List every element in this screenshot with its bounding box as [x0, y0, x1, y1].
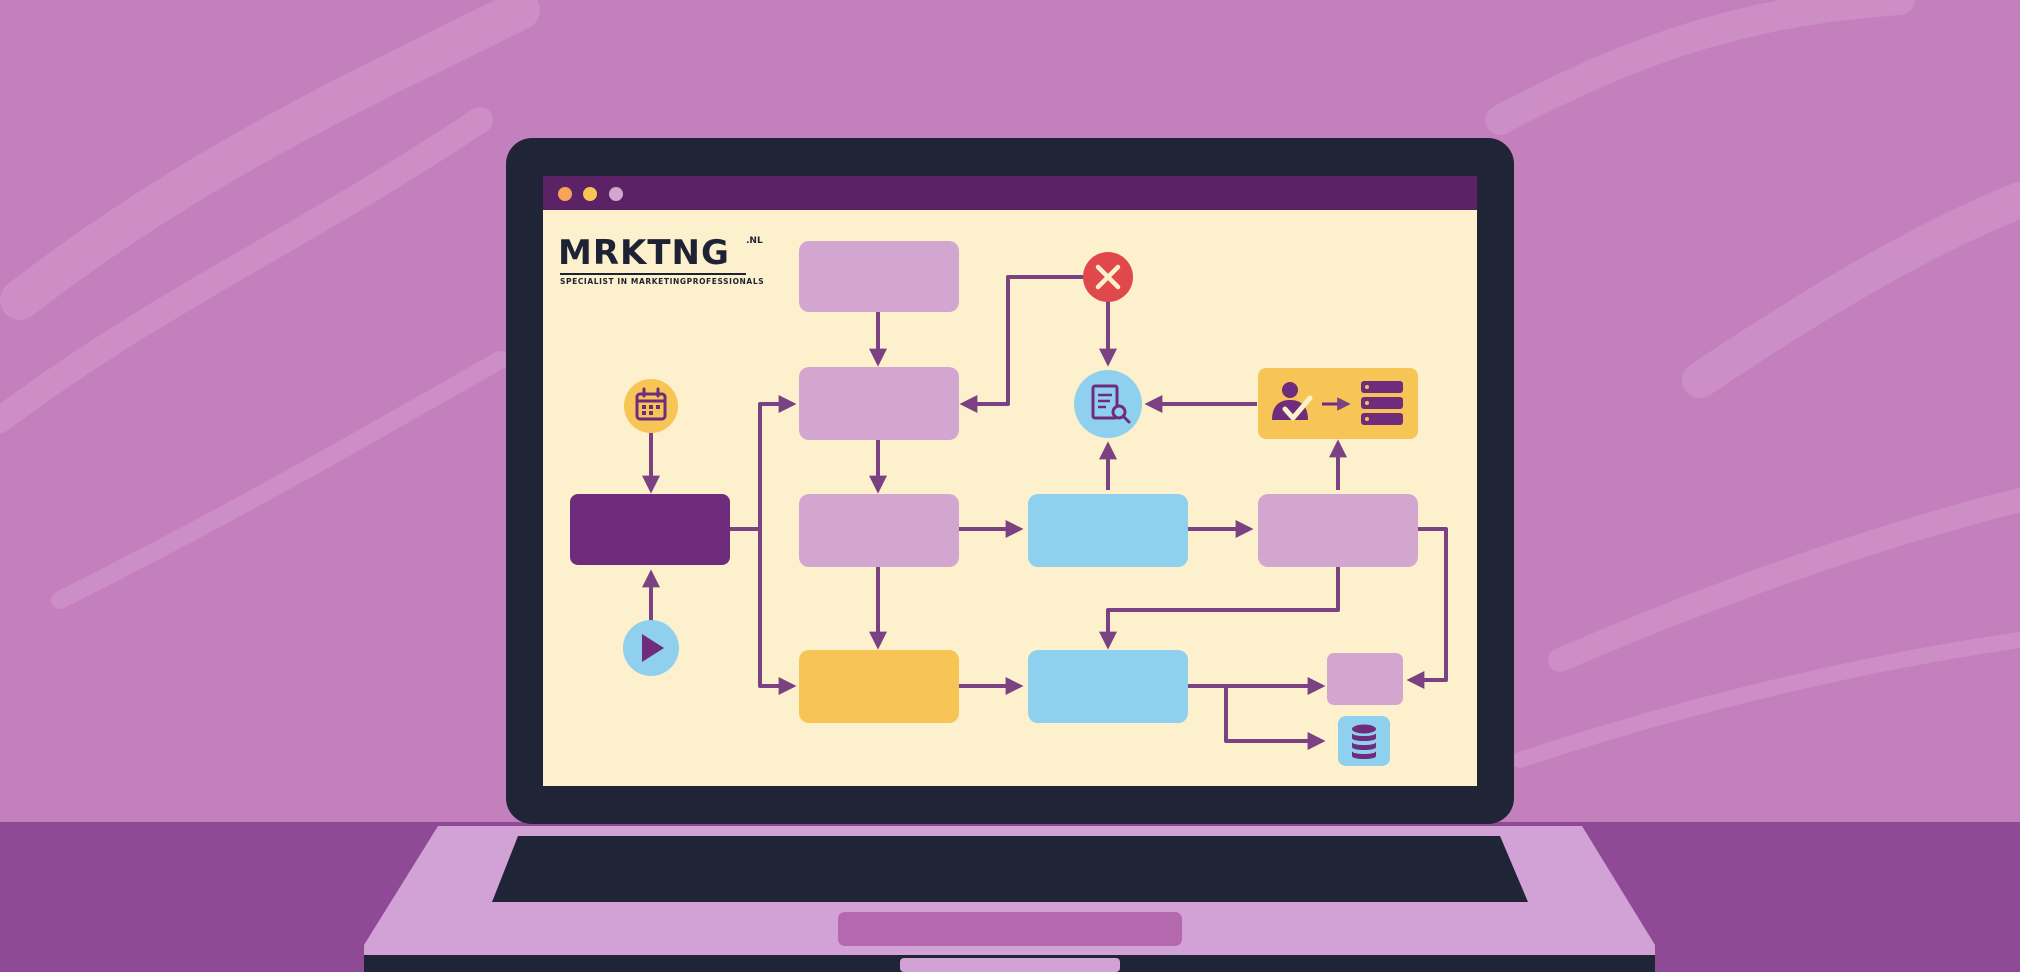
arrow-lavender-to-small [1406, 527, 1448, 689]
calendar-icon[interactable] [624, 379, 678, 433]
server-list-icon [1361, 381, 1403, 425]
flow-node-middle[interactable] [799, 494, 959, 567]
document-search-icon[interactable] [1074, 370, 1142, 438]
database-icon[interactable] [1338, 716, 1390, 766]
keyboard [492, 836, 1528, 902]
flow-node-top[interactable] [799, 241, 959, 312]
play-icon[interactable] [623, 620, 679, 676]
user-check-panel[interactable] [1258, 368, 1418, 439]
minimize-dot[interactable] [583, 187, 597, 201]
close-dot[interactable] [558, 187, 572, 201]
user-check-icon [1272, 382, 1313, 421]
arrow-lavender-to-bottomblue [1099, 567, 1340, 650]
arrow-reject-to-review [959, 275, 1084, 413]
brand-underline [560, 273, 746, 275]
arrow-bottomblue-to-database [1224, 686, 1326, 750]
brand-logo: MRKTNG .NL SPECIALIST IN MARKETINGPROFES… [558, 234, 778, 294]
arrow-start-to-yellow [758, 529, 797, 695]
flow-node-lavender[interactable] [1258, 494, 1418, 567]
laptop-front-notch [900, 958, 1120, 972]
title-bar [543, 176, 1477, 210]
maximize-dot[interactable] [609, 187, 623, 201]
flow-node-yellow[interactable] [799, 650, 959, 723]
brand-tagline: SPECIALIST IN MARKETINGPROFESSIONALS [560, 277, 765, 286]
arrow-start-to-review [758, 395, 797, 529]
flow-connectors [642, 275, 1448, 750]
flow-node-blue[interactable] [1028, 494, 1188, 567]
flow-node-bottom-blue[interactable] [1028, 650, 1188, 723]
brand-name: MRKTNG [558, 233, 730, 273]
flow-node-small[interactable] [1327, 653, 1403, 705]
trackpad[interactable] [838, 912, 1182, 946]
flow-node-review[interactable] [799, 367, 959, 440]
flow-node-start[interactable] [570, 494, 730, 565]
brush-strokes [0, 0, 2020, 768]
brand-tld: .NL [746, 236, 763, 246]
reject-x-icon[interactable] [1083, 252, 1133, 302]
